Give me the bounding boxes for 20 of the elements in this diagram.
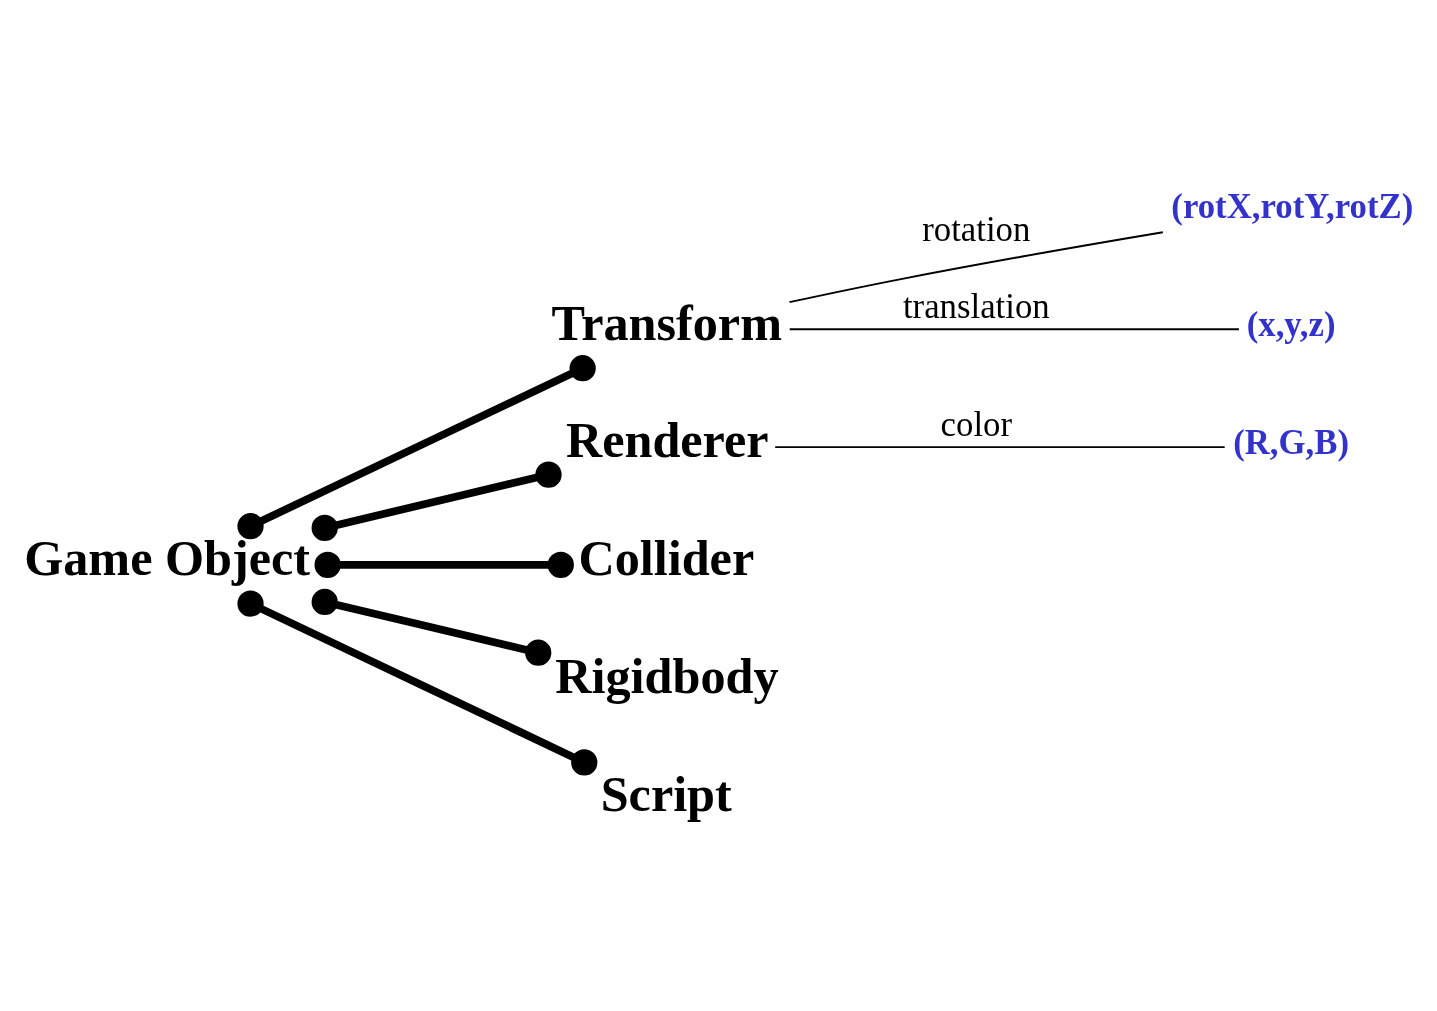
node-text: Script xyxy=(600,765,732,822)
node-text: Rigidbody xyxy=(555,647,779,704)
connector xyxy=(311,461,562,541)
node-text: Game Object xyxy=(24,529,310,586)
node-text: Transform xyxy=(551,294,782,351)
connector xyxy=(788,230,1164,303)
connector xyxy=(314,551,574,578)
connector xyxy=(774,445,1226,448)
node-text: (R,G,B) xyxy=(1233,422,1349,462)
connector xyxy=(237,590,598,775)
node-text: (rotX,rotY,rotZ) xyxy=(1171,186,1414,226)
connector xyxy=(788,327,1240,330)
edge-label: color xyxy=(940,404,1013,444)
connector xyxy=(237,354,596,539)
connector xyxy=(311,588,552,666)
node-text: Renderer xyxy=(565,411,769,468)
edge-label: translation xyxy=(902,286,1050,326)
node-text: (x,y,z) xyxy=(1246,304,1336,344)
node-text: Collider xyxy=(578,529,755,586)
edge-label: rotation xyxy=(922,209,1031,249)
